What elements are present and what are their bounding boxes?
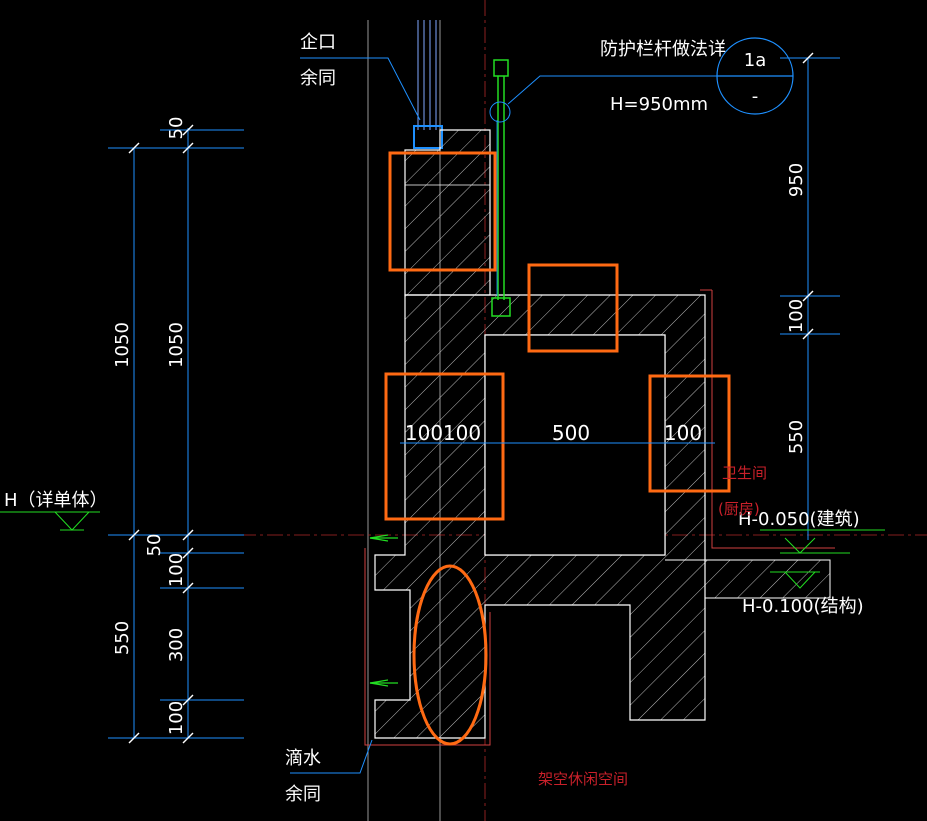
railing-leader-line [507, 75, 720, 105]
room-sub-label: (厨房) [718, 500, 760, 518]
left-outer-dim-550: 550 [112, 621, 133, 655]
top-note-line2: 余同 [300, 68, 336, 89]
right-dimension-ticks [802, 52, 814, 340]
window-frame-lines [417, 20, 437, 130]
railing-note-height: H=950mm [610, 94, 708, 115]
concrete-box-section [364, 289, 835, 746]
right-dim-950: 950 [786, 163, 807, 197]
left-inner-dim-100-bottom: 100 [166, 701, 187, 735]
space-label: 架空休闲空间 [538, 770, 628, 788]
railing-post [491, 59, 511, 317]
room-label: 卫生间 [722, 464, 767, 482]
horiz-dim-100-a: 100 [405, 421, 443, 445]
detail-symbol-top: 1a [744, 50, 766, 71]
right-dimension-lines [780, 57, 840, 540]
level-struct-label: H-0.100(结构) [742, 596, 864, 617]
top-note-leader [300, 57, 421, 121]
highlight-ellipse-drip [412, 564, 488, 746]
level-marker-struct [770, 571, 820, 589]
top-note-line1: 企口 [300, 32, 336, 53]
right-dim-550: 550 [786, 420, 807, 454]
bottom-note-line2: 余同 [285, 784, 321, 805]
right-dim-100: 100 [786, 299, 807, 333]
highlight-box-right-wall [648, 374, 731, 493]
level-arch-label: H-0.050(建筑) [738, 509, 860, 530]
highlight-markups [384, 151, 731, 746]
left-outer-dim-1050: 1050 [112, 322, 133, 368]
horiz-dim-500: 500 [552, 421, 590, 445]
bottom-note-line1: 滴水 [285, 748, 321, 769]
drip-arrows [369, 534, 398, 687]
bottom-note-leader [290, 739, 373, 774]
left-inner-dim-1050: 1050 [166, 322, 187, 368]
left-inner-dim-50-top: 50 [166, 117, 187, 140]
level-marker-left [0, 511, 100, 531]
left-dimension-lines [108, 128, 244, 739]
level-marker-arch [760, 529, 885, 554]
railing-note-title: 防护栏杆做法详 [600, 39, 726, 60]
horiz-dim-100-b: 100 [443, 421, 481, 445]
highlight-box-beam [527, 263, 619, 353]
detail-symbol-bottom: - [752, 86, 759, 107]
level-left-label: H（详单体） [4, 490, 108, 511]
highlight-box-parapet [388, 151, 497, 272]
horiz-dim-100-d: 100 [664, 421, 702, 445]
slab-outline-red-2 [364, 548, 491, 746]
left-dimension-ticks [128, 124, 194, 744]
railing-reference-circle [489, 101, 511, 123]
left-inner-dim-100: 100 [166, 553, 187, 587]
left-inner-dim-300: 300 [166, 628, 187, 662]
left-inner-dim-50: 50 [144, 534, 165, 557]
highlight-box-left-wall [384, 372, 505, 521]
